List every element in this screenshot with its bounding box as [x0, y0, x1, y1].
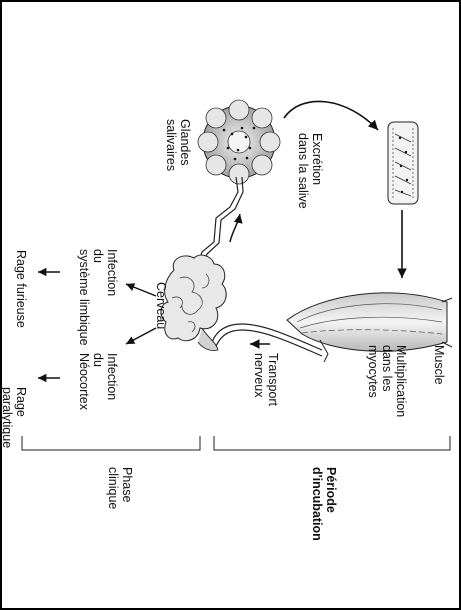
- label-muscle: Muscle: [432, 345, 446, 385]
- label-saliva-excretion: Excrétion dans la salive: [296, 133, 324, 209]
- label-paralytic-rabies: Rage paralytique: [0, 387, 28, 448]
- label-incubation-period: Période d'incubation: [310, 467, 338, 541]
- label-salivary-glands: Glandes salivaires: [164, 119, 192, 171]
- label-furious-rabies: Rage furieuse: [14, 250, 28, 328]
- to-gland-arrow: [230, 214, 240, 242]
- salivary-gland-illustration: [198, 100, 280, 265]
- label-clinical-phase: Phase clinique: [106, 467, 134, 509]
- saliva-duct-illustration: [388, 122, 418, 204]
- label-myocyte-multiplication: Multiplication dans les myocytes: [366, 345, 408, 417]
- label-nerve-transport: Transport nerveux: [252, 353, 280, 406]
- neocortex-arrow: [126, 328, 156, 344]
- limbic-arrow: [126, 284, 156, 296]
- excretion-arrow: [284, 101, 378, 130]
- label-limbic-infection: Infection du système limbique: [77, 249, 119, 346]
- label-neocortex-infection: Infection du Néocortex: [77, 353, 119, 410]
- incubation-bracket: [214, 436, 450, 450]
- brain-illustration: [161, 255, 226, 350]
- label-brain: Cerveau: [154, 282, 168, 329]
- clinical-bracket: [22, 436, 200, 450]
